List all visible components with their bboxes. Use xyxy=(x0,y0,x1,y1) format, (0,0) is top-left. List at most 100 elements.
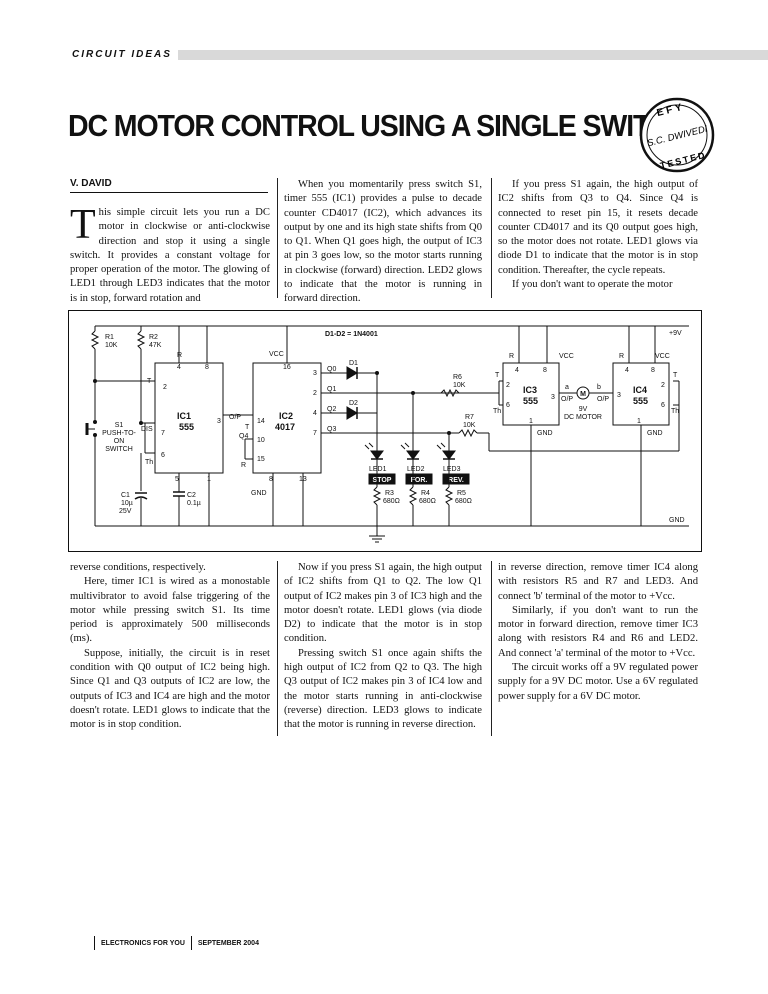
pin-label: O/P xyxy=(561,396,573,403)
footer-separator xyxy=(190,936,192,950)
d2-label: D2 xyxy=(349,400,358,407)
ic2-type: 4017 xyxy=(275,422,295,432)
c2-label: C2 xyxy=(187,492,196,499)
pin-label: T xyxy=(495,372,500,379)
c2-value: 0.1µ xyxy=(187,500,201,507)
column-2-top: When you momentarily press switch S1, ti… xyxy=(284,178,482,307)
column-divider xyxy=(277,561,278,736)
led1-label: LED1 xyxy=(369,466,387,473)
ic3-type: 555 xyxy=(523,396,538,406)
output-label: Q1 xyxy=(327,386,336,393)
resistor-r4 xyxy=(408,486,418,506)
c1-label: C1 xyxy=(121,492,130,499)
pin-label: R xyxy=(509,353,514,360)
pin-label: T xyxy=(673,372,678,379)
schematic: +9V GND R1 10K R2 47K S1 PUSH-TO- ON SWI… xyxy=(85,325,689,543)
pin-number: 15 xyxy=(257,456,265,463)
footer-date: SEPTEMBER 2004 xyxy=(197,939,259,947)
r1-label: R1 xyxy=(105,334,114,341)
page-footer: ELECTRONICS FOR YOU SEPTEMBER 2004 xyxy=(88,936,259,950)
pin-number: 8 xyxy=(543,367,547,374)
ic3-label: IC3 xyxy=(523,385,537,395)
col3b-paragraph-1: in reverse direction, remove timer IC4 a… xyxy=(498,562,698,602)
output-label: Q3 xyxy=(327,426,336,433)
pin-label: GND xyxy=(647,430,663,437)
pin-label: O/P xyxy=(597,396,609,403)
resistor-r5 xyxy=(444,486,454,506)
r2-value: 47K xyxy=(149,342,162,349)
pin-number: 3 xyxy=(217,418,221,425)
col3-paragraph-2: If you don't want to operate the motor xyxy=(512,279,673,291)
pin-label: R xyxy=(177,352,182,359)
pin-label: Q4 xyxy=(239,433,248,440)
pin-number: 4 xyxy=(515,367,519,374)
r7-label: R7 xyxy=(465,414,474,421)
pin-label: DIS xyxy=(141,426,153,433)
pin-number: 6 xyxy=(506,402,510,409)
pin-number: 2 xyxy=(661,382,665,389)
pin-number: 4 xyxy=(313,410,317,417)
pin-number: 2 xyxy=(313,390,317,397)
column-divider xyxy=(277,178,278,298)
motor-terminal-a: a xyxy=(565,384,569,391)
motor-terminal-b: b xyxy=(597,384,601,391)
led3-label: LED3 xyxy=(443,466,461,473)
c1-value: 10µ xyxy=(121,500,133,507)
pin-number: 4 xyxy=(625,367,629,374)
output-label: Q2 xyxy=(327,406,336,413)
ic1-type: 555 xyxy=(179,422,194,432)
author-name: V. DAVID xyxy=(70,178,268,193)
footer-magazine: ELECTRONICS FOR YOU xyxy=(101,939,185,947)
s1-desc: PUSH-TO- xyxy=(102,430,136,437)
column-3-top: If you press S1 again, the high output o… xyxy=(498,178,698,292)
pin-number: 8 xyxy=(205,364,209,371)
section-tag: CIRCUIT IDEAS xyxy=(68,48,178,62)
pin-number: 16 xyxy=(283,364,291,371)
pin-label: Th xyxy=(493,408,501,415)
r6-value: 10K xyxy=(453,382,466,389)
diode-d1 xyxy=(346,366,358,380)
pin-label: R xyxy=(619,353,624,360)
pin-number: 3 xyxy=(551,394,555,401)
efy-tested-badge: EFY S.C. DWIVEDI TESTED xyxy=(639,97,715,173)
s1-desc: SWITCH xyxy=(105,446,133,453)
pin-number: 7 xyxy=(161,430,165,437)
pin-label: GND xyxy=(537,430,553,437)
pin-number: 2 xyxy=(163,384,167,391)
article-title: DC MOTOR CONTROL USING A SINGLE SWITCH xyxy=(68,108,689,143)
pin-label: T xyxy=(147,378,152,385)
col3-paragraph-1: If you press S1 again, the high output o… xyxy=(498,179,698,276)
col2b-paragraph-1: Now if you press S1 again, the high outp… xyxy=(284,562,482,645)
pin-number: 10 xyxy=(257,437,265,444)
motor-symbol: M xyxy=(580,391,586,398)
ic4-label: IC4 xyxy=(633,385,647,395)
d1-label: D1 xyxy=(349,360,358,367)
r3-label: R3 xyxy=(385,490,394,497)
r2-label: R2 xyxy=(149,334,158,341)
col1-paragraph-1: his simple circuit lets you run a DC mot… xyxy=(70,207,270,304)
supply-label: +9V xyxy=(669,330,682,337)
motor-desc: DC MOTOR xyxy=(564,414,602,421)
col2b-paragraph-2: Pressing switch S1 once again shifts the… xyxy=(284,647,482,731)
pin-number: 8 xyxy=(651,367,655,374)
ground-label: GND xyxy=(669,517,685,524)
pin-label: R xyxy=(241,462,246,469)
diode-d2 xyxy=(346,406,358,420)
pin-label: Th xyxy=(145,459,153,466)
col1b-paragraph-2: Here, timer IC1 is wired as a monostable… xyxy=(70,576,270,645)
pin-number: 14 xyxy=(257,418,265,425)
col3b-paragraph-2: Similarly, if you don't want to run the … xyxy=(498,604,698,659)
pin-number: 2 xyxy=(506,382,510,389)
pin-number: 5 xyxy=(175,476,179,483)
column-divider xyxy=(491,561,492,736)
led3-reverse xyxy=(436,442,456,460)
c1-voltage: 25V xyxy=(119,508,132,515)
motor-voltage: 9V xyxy=(579,406,588,413)
s1-label: S1 xyxy=(115,422,124,429)
s1-desc: ON xyxy=(114,438,125,445)
col1b-paragraph-1: reverse conditions, respectively. xyxy=(70,562,206,573)
ic1-label: IC1 xyxy=(177,411,191,421)
pin-label: Th xyxy=(671,408,679,415)
r4-value: 680Ω xyxy=(419,498,436,505)
resistor-r3 xyxy=(372,486,382,506)
